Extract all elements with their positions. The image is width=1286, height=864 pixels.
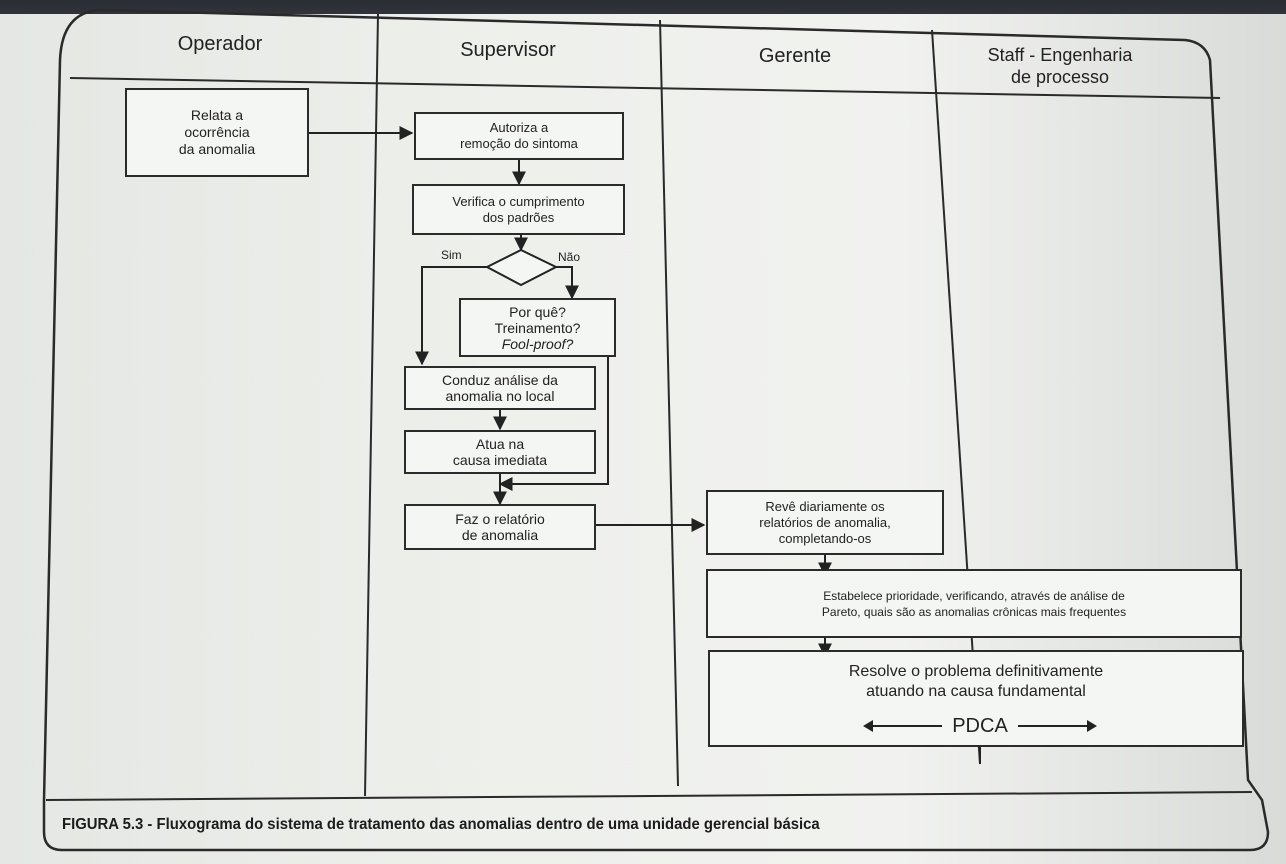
pdca-right-arrow: [1017, 720, 1098, 732]
header-separator: [69, 77, 1221, 99]
step-verifica: Verifica o cumprimento dos padrões: [412, 184, 625, 235]
porque-line-2: Treinamento?: [494, 319, 581, 336]
pdca-row: PDCA: [863, 713, 1098, 739]
step-reve: Revê diariamente os relatórios de anomal…: [706, 490, 944, 555]
arrow-porque-faz: [498, 357, 609, 491]
porque-line-1: Por quê?: [509, 303, 566, 320]
step-porque: Por quê? Treinamento? Fool-proof?: [459, 298, 616, 357]
arrow-sim: [415, 266, 487, 366]
decision-label-sim: Sim: [441, 248, 462, 262]
figure-caption: FIGURA 5.3 - Fluxograma do sistema de tr…: [62, 816, 820, 833]
lane-title-gerente: Gerente: [758, 45, 832, 67]
decision-diamond: [484, 248, 559, 287]
step-conduz: Conduz análise da anomalia no local: [404, 366, 596, 410]
arrow-nao: [556, 266, 579, 300]
porque-line-3: Fool-proof?: [501, 335, 574, 352]
pdca-left-arrowhead: [863, 720, 873, 732]
step-autoriza: Autoriza a remoção do sintoma: [414, 112, 624, 160]
lane-divider-3: [931, 29, 981, 765]
lane-divider-1: [364, 13, 379, 797]
step-atua: Atua na causa imediata: [404, 430, 596, 474]
pdca-right-arrowhead: [1087, 720, 1098, 732]
step-resolve: Resolve o problema definitivamente atuan…: [708, 650, 1244, 747]
step-relata: Relata a ocorrência da anomalia: [125, 88, 309, 177]
lane-divider-2: [659, 19, 679, 787]
step-faz-relatorio: Faz o relatório de anomalia: [404, 504, 596, 550]
pdca-label: PDCA: [952, 714, 1008, 737]
decision-label-nao: Não: [558, 250, 581, 264]
caption-separator: [45, 791, 1253, 801]
lane-title-staff: Staff - Engenharia de processo: [987, 45, 1133, 87]
step-estabelece: Estabelece prioridade, verificando, atra…: [706, 569, 1242, 638]
pdca-left-arrow: [863, 720, 943, 732]
outer-border: [42, 8, 1270, 852]
lane-title-supervisor: Supervisor: [460, 39, 556, 61]
lane-title-operador: Operador: [177, 33, 263, 55]
